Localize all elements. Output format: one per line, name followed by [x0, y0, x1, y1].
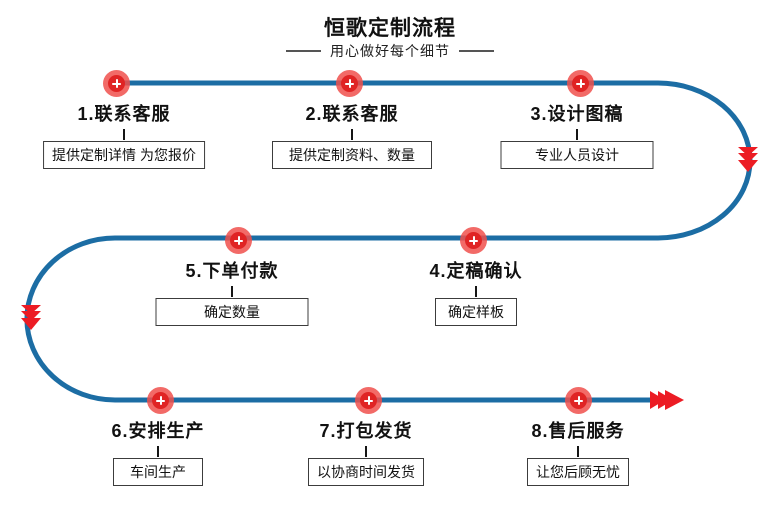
chevron-down-left-curve-icon	[21, 305, 41, 330]
step-1-marker	[103, 70, 130, 97]
plus-icon	[360, 392, 377, 409]
subtitle-dash-left	[286, 50, 321, 52]
step-4-detail-box: 确定样板	[435, 298, 517, 326]
chevron-down-right-curve-icon	[738, 147, 758, 172]
step-7-label: 7.打包发货	[319, 421, 413, 441]
step-3-detail-box: 专业人员设计	[500, 141, 654, 169]
step-8-marker	[565, 387, 592, 414]
step-6-label: 6.安排生产	[111, 421, 205, 441]
step-8-label: 8.售后服务	[531, 421, 625, 441]
step-5-connector	[231, 286, 233, 297]
step-6-marker	[147, 387, 174, 414]
subtitle-text: 用心做好每个细节	[330, 43, 450, 59]
step-6-detail-box: 车间生产	[113, 458, 203, 486]
step-1-label: 1.联系客服	[77, 104, 171, 124]
step-4-connector	[475, 286, 477, 297]
chevron-right-end-icon	[650, 390, 684, 410]
step-7-connector	[365, 446, 367, 457]
step-3-marker	[567, 70, 594, 97]
step-1-detail-box: 提供定制详情 为您报价	[43, 141, 205, 169]
plus-icon	[465, 232, 482, 249]
plus-icon	[108, 75, 125, 92]
step-5-detail-box: 确定数量	[155, 298, 309, 326]
step-7-detail-box: 以协商时间发货	[308, 458, 424, 486]
plus-icon	[152, 392, 169, 409]
step-8-connector	[577, 446, 579, 457]
plus-icon	[230, 232, 247, 249]
step-7-marker	[355, 387, 382, 414]
step-6-connector	[157, 446, 159, 457]
step-4-label: 4.定稿确认	[429, 261, 523, 281]
step-3-connector	[576, 129, 578, 140]
subtitle-dash-right	[459, 50, 494, 52]
step-1-connector	[123, 129, 125, 140]
step-8-detail-box: 让您后顾无忧	[527, 458, 629, 486]
plus-icon	[572, 75, 589, 92]
step-2-connector	[351, 129, 353, 140]
step-5-label: 5.下单付款	[185, 261, 279, 281]
step-2-marker	[336, 70, 363, 97]
page-title: 恒歌定制流程	[324, 17, 456, 40]
flow-line	[24, 80, 753, 403]
step-2-label: 2.联系客服	[305, 104, 399, 124]
step-2-detail-box: 提供定制资料、数量	[272, 141, 432, 169]
step-4-marker	[460, 227, 487, 254]
subtitle: 用心做好每个细节	[0, 41, 780, 61]
step-3-label: 3.设计图稿	[530, 104, 624, 124]
plus-icon	[341, 75, 358, 92]
plus-icon	[570, 392, 587, 409]
step-5-marker	[225, 227, 252, 254]
